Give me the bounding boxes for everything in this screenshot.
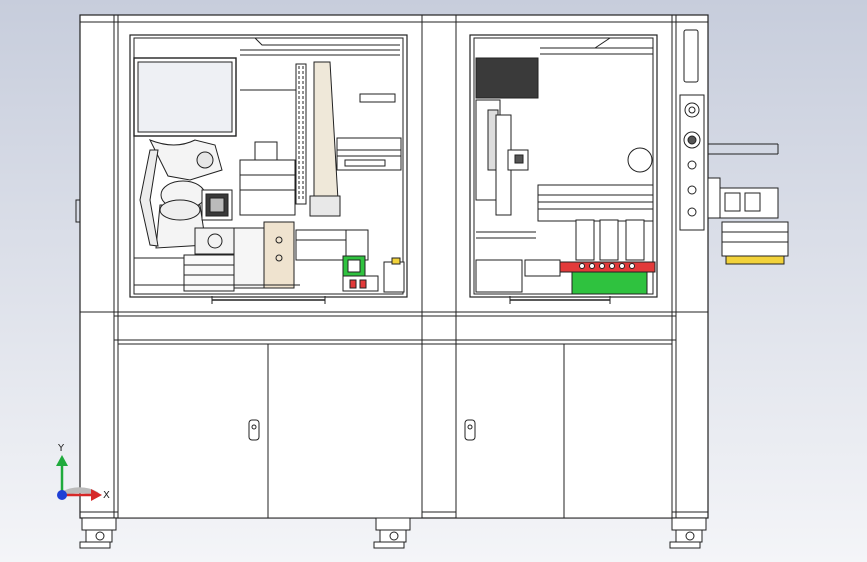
- right-window: [469, 34, 658, 304]
- y-axis-label: Y: [57, 443, 65, 454]
- door-lock-icon: [248, 419, 260, 441]
- door-4: [563, 343, 673, 519]
- caster: [669, 517, 707, 549]
- caster: [79, 517, 117, 549]
- coordinate-triad: Y X: [56, 443, 110, 501]
- left-window: [129, 34, 408, 304]
- caster: [373, 517, 411, 549]
- control-panel: [679, 29, 705, 231]
- door-lock-icon: [464, 419, 476, 441]
- door-2: [267, 343, 423, 519]
- robot-arm: [139, 139, 223, 249]
- x-axis-label: X: [103, 490, 110, 501]
- lower-doors: [117, 343, 673, 519]
- green-module-right: [571, 271, 648, 295]
- door-3: [455, 343, 565, 519]
- hmi-monitor-right: [475, 57, 539, 99]
- casters: [79, 517, 707, 549]
- yellow-tray: [725, 255, 785, 265]
- side-feeder: [707, 143, 789, 265]
- estop-button-icon: [684, 102, 700, 118]
- z-axis-icon: [57, 490, 67, 500]
- door-1: [117, 343, 269, 519]
